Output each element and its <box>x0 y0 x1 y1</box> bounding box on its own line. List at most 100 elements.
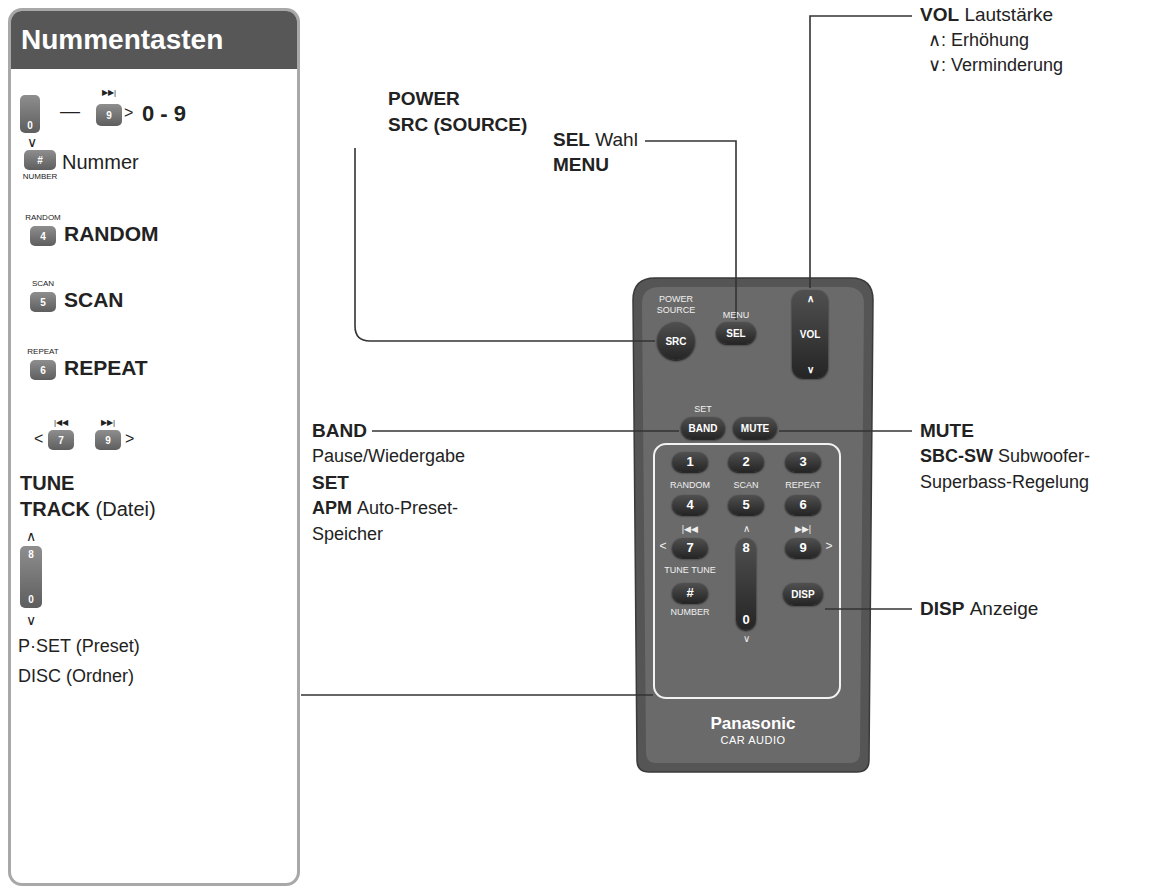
callout-text: Speicher <box>312 524 383 544</box>
leader-lines <box>301 16 912 695</box>
remote-button: SEL <box>716 322 756 344</box>
key-icon: 80 <box>20 546 42 608</box>
callout-text: Subwoofer- <box>998 446 1090 466</box>
button-label: BAND <box>689 423 718 434</box>
label-line: RANDOM <box>64 222 159 246</box>
keypad-bracket <box>654 444 840 698</box>
button-label: 6 <box>40 365 46 376</box>
label-line: SCAN <box>733 480 758 490</box>
label-line: BAND <box>312 420 367 442</box>
callout-text: — <box>60 100 80 122</box>
callout-text: BAND <box>312 420 367 441</box>
callout-text: P·SET (Preset) <box>18 636 140 656</box>
callout-text: SCAN <box>64 288 124 311</box>
callout-text: ▶▶| <box>102 88 116 97</box>
button-label: SRC <box>665 336 686 347</box>
label-line: ▶▶| <box>102 88 116 97</box>
callout-text: > <box>825 539 832 553</box>
label-line: MUTE <box>920 420 974 442</box>
label-line: SET <box>694 404 712 414</box>
button-label: 5 <box>742 498 749 512</box>
callout-text: > <box>124 104 133 121</box>
callout-text: SCAN <box>32 279 54 288</box>
callout-text: MENU <box>553 154 609 175</box>
button-label: 3 <box>799 455 806 469</box>
label-line: POWER <box>388 88 460 110</box>
label-line: ∨ <box>26 612 36 628</box>
label-line: RANDOM <box>670 480 710 490</box>
callout-text: SET <box>312 472 349 493</box>
number-button: # <box>672 583 708 603</box>
button-label: Panasonic <box>710 715 795 734</box>
label-line: SCAN <box>32 279 54 288</box>
button-label: ∧ <box>807 293 814 304</box>
callout-text: SET <box>694 404 712 414</box>
label-line: TUNE TUNE <box>664 565 715 575</box>
label-line: REPEAT <box>64 356 148 380</box>
callout-text: ∧ <box>26 528 36 544</box>
callout-text: SOURCE <box>657 305 696 315</box>
label-line: ∨ <box>27 134 37 150</box>
label-line: Nummer <box>62 151 139 174</box>
button-label: 4 <box>686 498 693 512</box>
callout-text: ▶▶| <box>795 524 811 534</box>
remote-body <box>633 278 873 772</box>
remote-button: MUTE <box>733 417 777 439</box>
button-label: DISP <box>791 589 814 600</box>
key-icon: 7 <box>48 430 74 450</box>
remote-button: BAND <box>681 417 725 439</box>
callout-text: Pause/Wiedergabe <box>312 446 465 466</box>
callout-text: ∨: Verminderung <box>928 55 1063 75</box>
callout-text: > <box>125 430 134 447</box>
callout-text: |◀◀ <box>54 418 68 427</box>
button-label: 5 <box>40 297 46 308</box>
button-label: ∨ <box>807 364 814 375</box>
label-line: RANDOM <box>25 213 61 222</box>
button-label: SEL <box>726 328 745 339</box>
label-line: < <box>659 540 666 554</box>
callout-text: ∨ <box>743 633 750 644</box>
button-label: 4 <box>40 231 46 242</box>
label-line: ▶▶| <box>795 524 811 534</box>
callout-text: TUNE <box>20 472 74 494</box>
label-line: REPEAT <box>785 480 820 490</box>
label-line: P·SET (Preset) <box>18 636 140 657</box>
label-line: Speicher <box>312 524 383 545</box>
label-line: APMAuto-Preset- <box>312 498 458 519</box>
callout-text: REPEAT <box>64 356 148 379</box>
button-label: CAR AUDIO <box>720 734 785 746</box>
number-button: 3 <box>785 452 821 472</box>
label-line: VOLLautstärke <box>920 4 1053 26</box>
callout-text: Nummer <box>62 151 139 173</box>
number-button: 1 <box>672 452 708 472</box>
callout-text: DISC (Ordner) <box>18 666 134 686</box>
callout-text: RANDOM <box>25 213 61 222</box>
key-icon: 4 <box>30 226 56 246</box>
number-button: 4 <box>672 495 708 515</box>
button-label: 9 <box>799 541 806 555</box>
callout-text: 0 - 9 <box>142 101 186 126</box>
callout-text: < <box>659 539 666 553</box>
label-line: DISC (Ordner) <box>18 666 134 687</box>
callout-text: |◀◀ <box>682 524 698 534</box>
callout-text: SRC (SOURCE) <box>388 114 527 135</box>
key-icon: # <box>24 150 56 170</box>
label-line: Pause/Wiedergabe <box>312 446 465 467</box>
label-line: ∧ <box>743 523 750 535</box>
label-line: |◀◀ <box>682 524 698 534</box>
callout-text: (Datei) <box>96 498 156 520</box>
callout-text: MUTE <box>920 420 974 441</box>
label-line: MENU <box>723 310 750 320</box>
callout-text: NUMBER <box>23 172 58 181</box>
label-line: > <box>124 104 133 122</box>
label-line: DISPAnzeige <box>920 598 1038 620</box>
label-line: SBC-SWSubwoofer- <box>920 446 1090 467</box>
label-line: SET <box>312 472 349 494</box>
label-line: |◀◀ <box>54 418 68 427</box>
volume-rocker: ∧VOL∨ <box>792 290 828 378</box>
callout-text: TUNE TUNE <box>664 565 715 575</box>
callout-text: VOL <box>920 4 959 25</box>
label-line: ∧ <box>26 528 36 544</box>
